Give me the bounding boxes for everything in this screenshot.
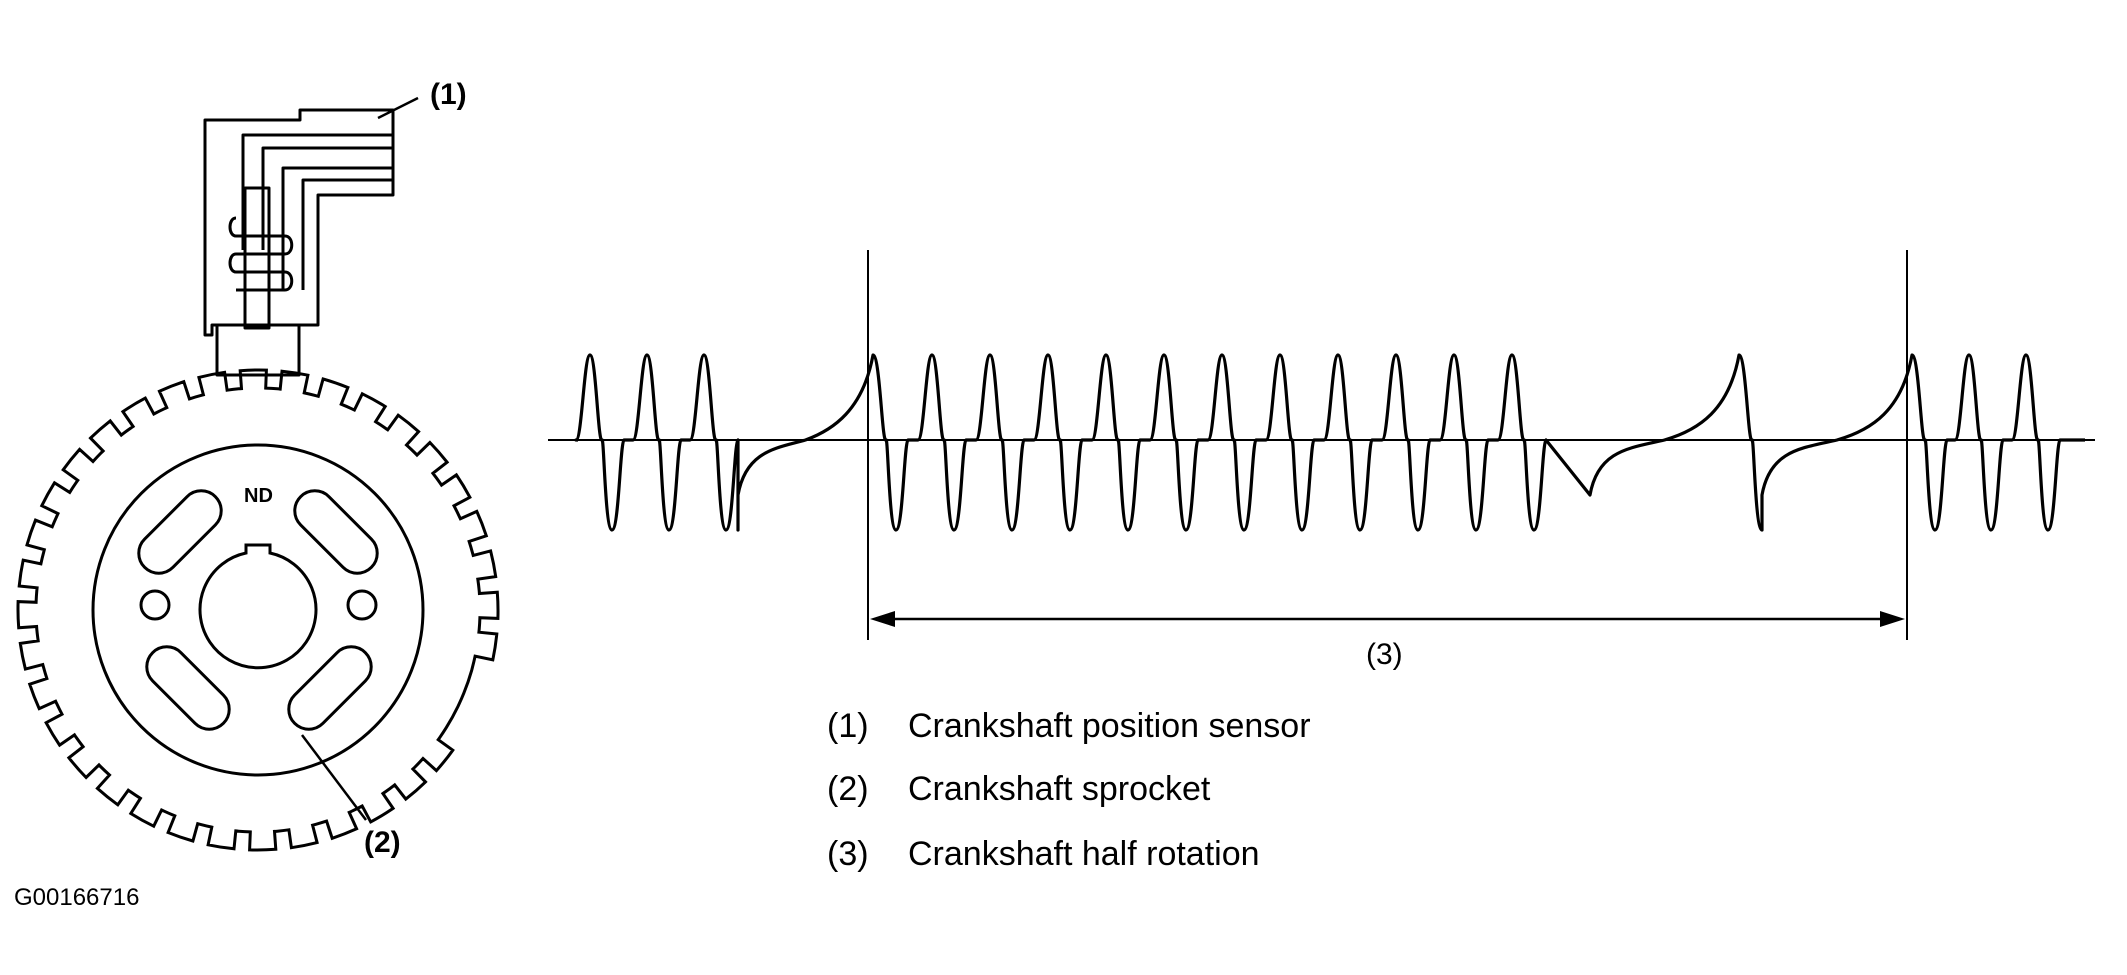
sprocket-hole-left xyxy=(139,589,171,621)
sensor-leader-line xyxy=(377,96,419,120)
sprocket-marking: ND xyxy=(244,485,273,507)
sprocket-slot-upper-right xyxy=(293,489,379,575)
legend-item: (2) Crankshaft sprocket xyxy=(827,770,1211,808)
legend-item: (1) Crankshaft position sensor xyxy=(827,707,1311,745)
crankshaft-position-sensor xyxy=(203,108,395,377)
dimension-label: (3) xyxy=(1366,638,1403,671)
legend-number: (2) xyxy=(827,770,869,808)
legend: (1) Crankshaft position sensor (2) Crank… xyxy=(827,707,1311,873)
sprocket-teeth xyxy=(16,368,500,852)
legend-number: (3) xyxy=(827,835,869,873)
sprocket-hub-ring xyxy=(91,443,425,777)
legend-number: (1) xyxy=(827,707,869,745)
legend-text: Crankshaft sprocket xyxy=(908,770,1211,808)
legend-text: Crankshaft position sensor xyxy=(908,707,1311,745)
figure-id: G00166716 xyxy=(14,884,139,911)
legend-item: (3) Crankshaft half rotation xyxy=(827,835,1260,873)
sprocket-callout: (2) xyxy=(364,826,401,859)
dimension-arrow-left xyxy=(870,611,895,627)
sprocket-bore xyxy=(198,543,318,670)
sprocket-slot-upper-left xyxy=(137,489,223,575)
sprocket-slot-lower-right xyxy=(287,645,373,731)
legend-text: Crankshaft half rotation xyxy=(908,835,1260,873)
sensor-signal-waveform xyxy=(548,250,2095,640)
dimension-arrow-right xyxy=(1880,611,1905,627)
half-rotation-dimension: (3) xyxy=(870,611,1905,671)
crankshaft-sprocket: ND xyxy=(16,368,500,852)
waveform-trace xyxy=(574,353,2085,532)
sprocket-slot-lower-left xyxy=(145,645,231,731)
sprocket-hole-right xyxy=(346,589,378,621)
sensor-callout: (1) xyxy=(430,78,467,111)
sprocket-leader-line xyxy=(301,734,367,821)
